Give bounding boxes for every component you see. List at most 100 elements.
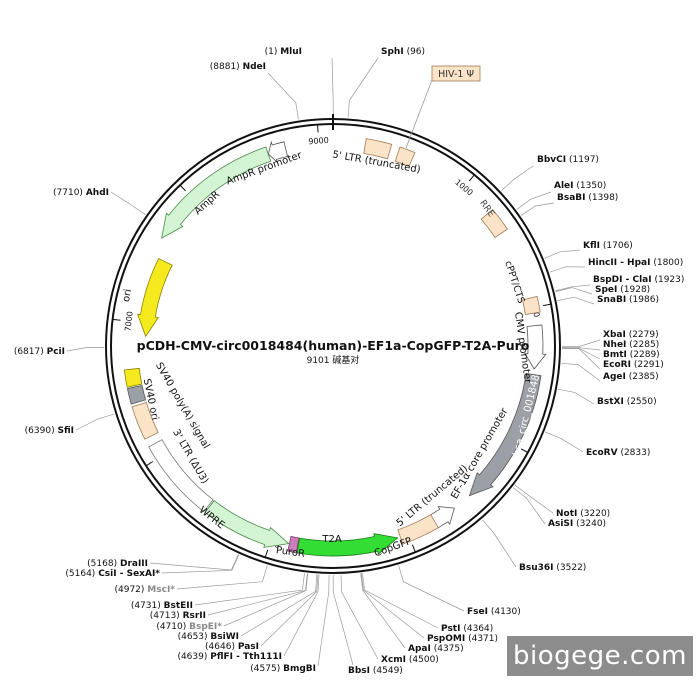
svg-text:NheI (2285): NheI (2285) <box>603 340 659 350</box>
tick-label: 9000 <box>308 136 329 146</box>
site-label[interactable]: FseI (4130) <box>467 607 521 617</box>
site-label[interactable]: NotI (3220) <box>556 509 610 519</box>
site-leader-apai <box>360 573 406 649</box>
svg-text:KflI (1706): KflI (1706) <box>583 241 633 251</box>
site-label[interactable]: ApaI (4375) <box>408 644 464 654</box>
site-label[interactable]: (6817) PciI <box>14 347 65 357</box>
site-leader-pcii <box>66 347 105 352</box>
site-leader-agei <box>561 362 601 382</box>
site-leader-ahdi <box>110 191 146 215</box>
site-label[interactable]: (4575) BmgBI <box>250 664 316 674</box>
svg-text:(4731) BstEII: (4731) BstEII <box>131 601 193 611</box>
site-label[interactable]: BbvCI (1197) <box>537 155 599 165</box>
site-label[interactable]: BstXI (2550) <box>597 397 657 407</box>
site-label[interactable]: EcoRI (2291) <box>603 360 664 370</box>
svg-text:(5164) CsiI - SexAI*: (5164) CsiI - SexAI* <box>65 569 160 579</box>
site-label[interactable]: BbsI (4549) <box>348 666 403 676</box>
site-label[interactable]: (4653) BsiWI <box>178 632 239 642</box>
site-label[interactable]: XcmI (4500) <box>381 655 439 665</box>
tick-mark <box>317 124 319 133</box>
site-label[interactable]: KflI (1706) <box>583 241 633 251</box>
svg-text:PstI (4364): PstI (4364) <box>441 624 493 634</box>
svg-text:(4972) MscI*: (4972) MscI* <box>114 585 175 595</box>
site-leader-sphi <box>347 57 379 118</box>
tick-mark <box>468 174 475 182</box>
svg-text:PspOMI (4371): PspOMI (4371) <box>427 634 498 644</box>
site-leader-sfii <box>75 413 115 431</box>
svg-text:BbsI (4549): BbsI (4549) <box>348 666 403 676</box>
tick-mark <box>411 544 416 553</box>
site-leader-asisi <box>512 487 546 525</box>
svg-text:(4575) BmgBI: (4575) BmgBI <box>250 664 316 674</box>
svg-text:SnaBI (1986): SnaBI (1986) <box>597 295 659 305</box>
site-leader-hincii-hpai <box>549 266 586 273</box>
site-label[interactable]: BspDI - ClaI (1923) <box>593 275 684 285</box>
feature-label-t2a: T2A <box>321 534 341 545</box>
site-label[interactable]: SphI (96) <box>381 47 425 57</box>
site-leader-fsei <box>398 565 465 612</box>
site-leader-pflfi <box>283 574 320 657</box>
svg-text:SpeI (1928): SpeI (1928) <box>595 285 650 295</box>
svg-text:SphI (96): SphI (96) <box>381 47 425 57</box>
site-label[interactable]: (4972) MscI* <box>114 585 175 595</box>
site-leader-nhei <box>561 347 601 351</box>
site-leader-snabi <box>557 296 595 305</box>
site-label[interactable]: AsiSI (3240) <box>548 519 606 529</box>
site-label[interactable]: (5164) CsiI - SexAI* <box>65 569 160 579</box>
site-label[interactable]: HincII - HpaI (1800) <box>588 258 683 268</box>
site-label[interactable]: SnaBI (1986) <box>597 295 659 305</box>
svg-text:(4710) BspEI*: (4710) BspEI* <box>156 622 222 632</box>
site-label[interactable]: (6390) SfiI <box>25 426 74 436</box>
site-label[interactable]: (5168) DraIII <box>87 559 148 569</box>
site-label[interactable]: AleI (1350) <box>554 181 606 191</box>
site-label[interactable]: XbaI (2279) <box>603 330 659 340</box>
site-label[interactable]: NheI (2285) <box>603 340 659 350</box>
site-leader-noti <box>514 484 554 514</box>
site-leader-bsabi <box>521 202 555 216</box>
site-label[interactable]: Bsu36I (3522) <box>519 563 586 573</box>
site-label[interactable]: (8881) NdeI <box>210 62 266 72</box>
site-label[interactable]: BmtI (2289) <box>603 350 660 360</box>
site-leader-alei <box>516 191 552 210</box>
site-label[interactable]: (4646) PasI <box>205 642 259 652</box>
svg-text:(8881) NdeI: (8881) NdeI <box>210 62 266 72</box>
site-leader-bsiwi <box>240 574 318 637</box>
site-leader-draiii <box>149 554 239 571</box>
site-leader-rsrii <box>207 573 308 616</box>
site-leader-pspomi <box>360 573 425 639</box>
site-label[interactable]: (4731) BstEII <box>131 601 193 611</box>
feature-t2a-arc <box>287 535 300 554</box>
tick-mark <box>179 184 186 192</box>
site-label[interactable]: SpeI (1928) <box>595 285 650 295</box>
svg-text:(1) MluI: (1) MluI <box>265 47 302 57</box>
svg-text:EcoRI (2291): EcoRI (2291) <box>603 360 664 370</box>
feature-label-cppt: cPPT/CTS <box>502 260 526 305</box>
site-label[interactable]: PstI (4364) <box>441 624 493 634</box>
site-label[interactable]: (4710) BspEI* <box>156 622 222 632</box>
tick-mark <box>112 318 121 321</box>
plasmid-size: 9101 碱基对 <box>307 354 360 366</box>
site-label[interactable]: PspOMI (4371) <box>427 634 498 644</box>
site-label[interactable]: (4713) RsrII <box>150 611 206 621</box>
watermark-badge: biogege.com <box>507 636 693 676</box>
site-label[interactable]: (1) MluI <box>265 47 302 57</box>
tick-label: 1000 <box>453 178 474 198</box>
site-label[interactable]: BsaBI (1398) <box>557 193 618 203</box>
svg-text:BspDI - ClaI (1923): BspDI - ClaI (1923) <box>593 275 684 285</box>
site-label[interactable]: (4639) PflFI - Tth111I <box>177 652 282 662</box>
site-label[interactable]: EcoRV (2833) <box>586 448 650 458</box>
site-leader-bbvci <box>501 165 534 192</box>
svg-text:(4639) PflFI - Tth111I: (4639) PflFI - Tth111I <box>177 652 282 662</box>
tick-mark <box>543 303 552 307</box>
site-leader-bspei <box>223 573 309 627</box>
feature-cppt-arc <box>522 295 541 315</box>
site-label[interactable]: AgeI (2385) <box>603 372 659 382</box>
svg-text:(6817) PciI: (6817) PciI <box>14 347 65 357</box>
site-leader-lines <box>66 57 601 667</box>
tick-label: 7000 <box>123 311 134 332</box>
hiv-callout-box <box>431 65 481 82</box>
site-leader-bmgbi <box>317 574 330 667</box>
site-label[interactable]: (7710) AhdI <box>53 188 109 198</box>
site-leader-bbsi <box>332 574 354 666</box>
